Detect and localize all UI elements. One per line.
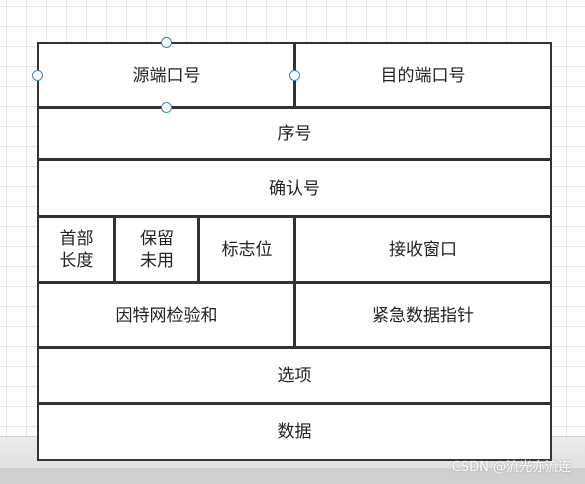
cell-data[interactable]: 数据 xyxy=(38,404,551,460)
column-divider xyxy=(113,217,116,283)
cell-options[interactable]: 选项 xyxy=(38,348,551,404)
column-divider xyxy=(197,217,200,283)
cell-header-length[interactable]: 首部 长度 xyxy=(38,217,115,283)
cell-receive-window-label: 接收窗口 xyxy=(389,240,457,260)
cell-checksum[interactable]: 因特网检验和 xyxy=(38,283,295,348)
cell-reserved-label: 保留 未用 xyxy=(140,229,174,271)
cell-ack-number-label: 确认号 xyxy=(269,178,320,199)
cell-checksum-label: 因特网检验和 xyxy=(115,305,218,326)
resize-handle-bottom[interactable] xyxy=(161,102,172,113)
cell-source-port[interactable]: 源端口号 xyxy=(38,43,295,108)
cell-data-label: 数据 xyxy=(277,422,312,442)
cell-ack-number[interactable]: 确认号 xyxy=(38,160,551,217)
resize-handle-left[interactable] xyxy=(32,70,43,81)
column-divider xyxy=(293,217,296,348)
resize-handle-top[interactable] xyxy=(161,37,172,48)
cell-urgent-pointer[interactable]: 紧急数据指针 xyxy=(295,283,551,348)
cell-options-label: 选项 xyxy=(277,366,312,386)
cell-sequence-number-label: 序号 xyxy=(277,124,312,144)
row-divider xyxy=(38,402,551,405)
row-divider xyxy=(38,158,551,161)
cell-reserved[interactable]: 保留 未用 xyxy=(115,217,199,283)
cell-header-length-label: 首部 长度 xyxy=(59,229,94,271)
cell-flags[interactable]: 标志位 xyxy=(199,217,295,283)
cell-dest-port-label: 目的端口号 xyxy=(380,65,466,86)
cell-flags-label: 标志位 xyxy=(221,240,273,260)
cell-dest-port[interactable]: 目的端口号 xyxy=(295,43,551,108)
cell-receive-window[interactable]: 接收窗口 xyxy=(295,217,551,283)
row-divider xyxy=(38,215,551,218)
cell-urgent-pointer-label: 紧急数据指针 xyxy=(372,305,474,326)
watermark-text: CSDN @流光亦流连 xyxy=(451,460,571,475)
cell-sequence-number[interactable]: 序号 xyxy=(38,108,551,160)
resize-handle-right[interactable] xyxy=(289,70,300,81)
cell-source-port-label: 源端口号 xyxy=(132,65,201,86)
